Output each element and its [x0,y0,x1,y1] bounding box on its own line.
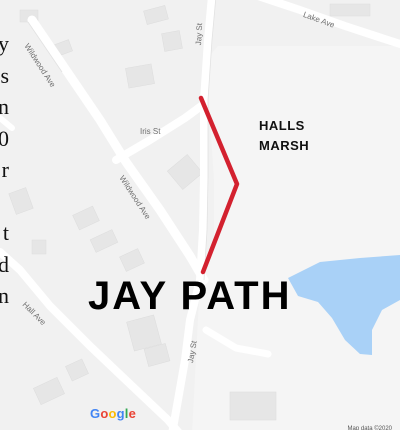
road-wildwood-ave [27,15,209,285]
side-text-line [0,186,9,218]
building-group [8,3,371,421]
building [65,358,89,382]
bottom-strip [0,430,400,434]
building [143,5,169,25]
road-edges [27,0,217,281]
building [166,154,204,190]
google-logo-letter: e [128,406,137,421]
road-label-iris-st: Iris St [140,127,161,136]
building [161,30,183,52]
google-logo-letter: o [108,406,117,421]
marsh-area [192,46,400,434]
google-logo-letter: o [100,406,109,421]
google-logo-letter: g [116,406,125,421]
building [329,3,371,17]
building [143,343,171,367]
road-label-jay-st-top: Jay St [194,22,205,46]
building [72,205,100,231]
side-text-line: t [2,220,9,245]
road-jay-st [168,0,216,434]
jay-path-route [198,95,240,275]
google-logo-letter: l [124,406,129,421]
building [229,391,277,421]
area-label-halls-marsh: HALLS MARSH [259,116,309,156]
side-text-line: n [0,283,9,308]
building [126,314,162,352]
road-lake-ave [257,0,400,48]
building [119,248,145,272]
road-hall-ave [0,248,184,434]
side-text-line: d [0,251,9,277]
area-label-line: HALLS [259,118,305,133]
google-logo: Google [90,406,136,421]
building [8,187,34,215]
map-attribution: Map data ©2020 [347,426,392,432]
side-text-line: 0 [0,125,9,151]
side-text-line: s [0,62,9,88]
side-text-line: r [1,157,9,182]
road-iris-st [112,100,208,164]
building [125,63,155,89]
side-text-line: n [0,94,9,119]
page-title: JAY PATH [88,274,292,318]
building [89,229,119,253]
road-side [202,326,272,358]
building [33,377,65,405]
google-logo-letter: G [90,406,101,421]
building [31,239,47,255]
area-label-line: MARSH [259,138,310,153]
water-body [288,255,400,355]
road-curve-left [0,115,15,131]
side-text-line: y [0,31,9,56]
